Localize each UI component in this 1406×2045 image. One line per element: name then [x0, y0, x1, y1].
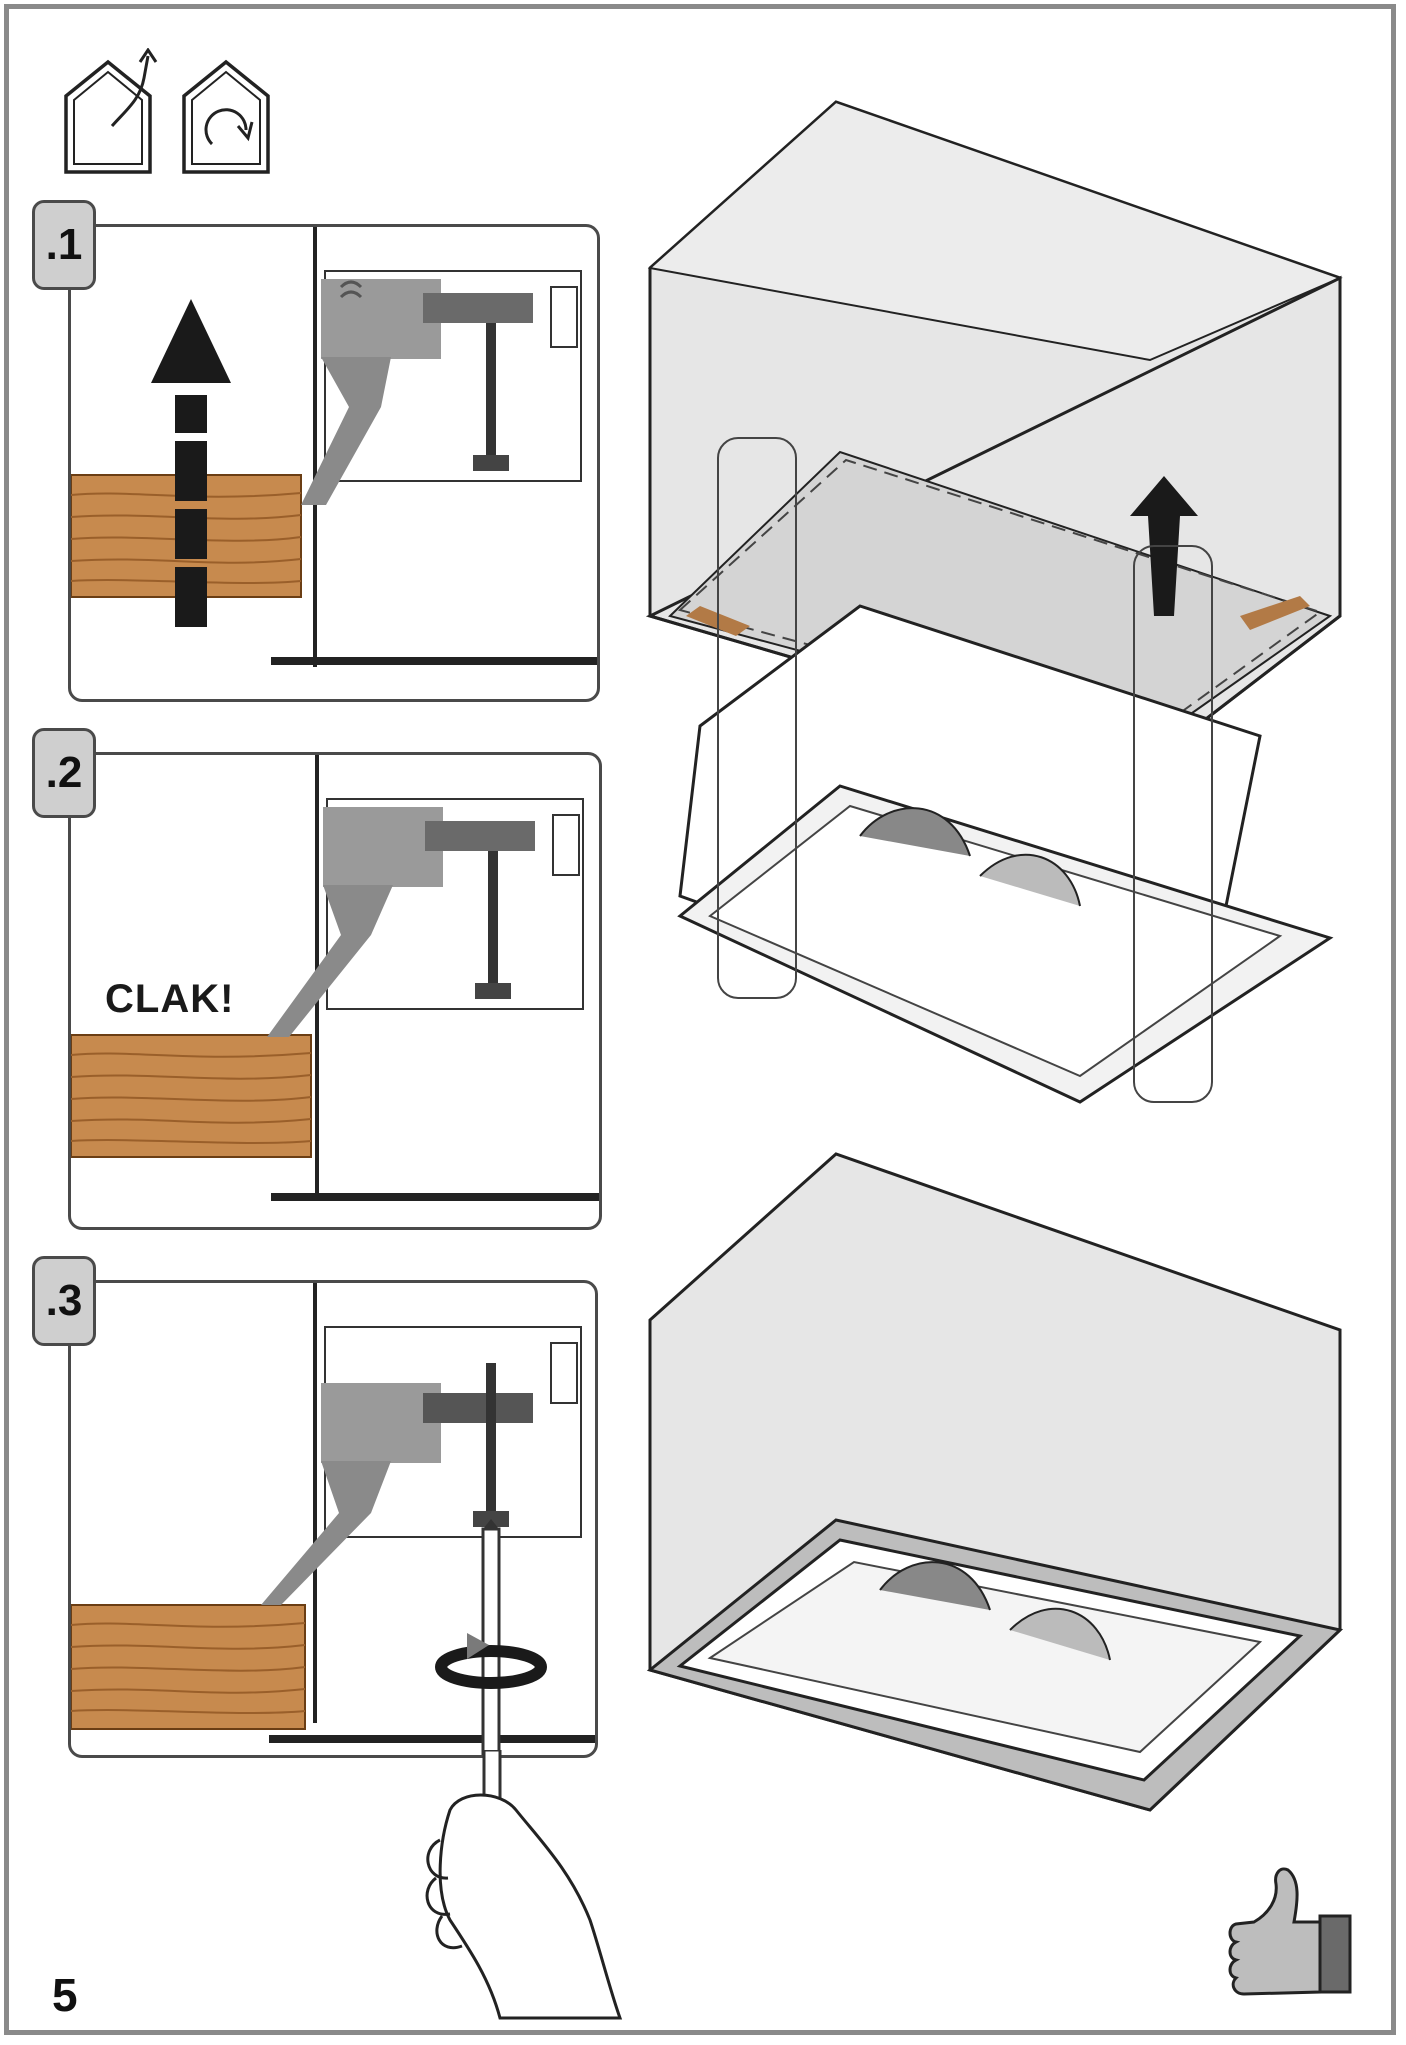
step-3-panel: [68, 1280, 598, 1758]
step-2-illustration: [71, 755, 599, 1201]
step-3-illustration: [71, 1283, 595, 1755]
cooker-hood-unit: [677, 604, 1334, 1104]
spring-clip: [301, 270, 582, 505]
left-clip-highlight: [717, 437, 797, 999]
step-1-illustration: [71, 227, 597, 667]
step-1-badge: .1: [32, 200, 96, 290]
installed-hood-illustration: [646, 1152, 1344, 1812]
step-1-panel: [68, 224, 600, 702]
page-number: 5: [52, 1969, 78, 2021]
page-border: [4, 4, 1396, 2035]
screwdriver-icon: [481, 1519, 501, 1755]
step-2-panel: CLAK!: [68, 752, 602, 1230]
spring-clip: [267, 798, 584, 1037]
hood-insertion-illustration: [645, 100, 1343, 1104]
clak-sound-label: CLAK!: [105, 977, 235, 1021]
step-2-badge: .2: [32, 728, 96, 818]
wooden-panel: [71, 1034, 312, 1158]
rotate-arrow-icon: [435, 1633, 547, 1689]
ducted-extraction-icon: [64, 48, 158, 174]
wooden-panel: [71, 1604, 306, 1730]
installation-mode-icons: [64, 48, 270, 174]
recirculation-icon: [182, 59, 270, 174]
hand-icon: [425, 1750, 623, 2020]
right-clip-highlight: [1133, 545, 1213, 1103]
thumbs-up-icon: [1228, 1867, 1352, 1996]
up-arrow: [151, 299, 231, 627]
step-3-badge: .3: [32, 1256, 96, 1346]
spring-clip: [261, 1326, 582, 1605]
